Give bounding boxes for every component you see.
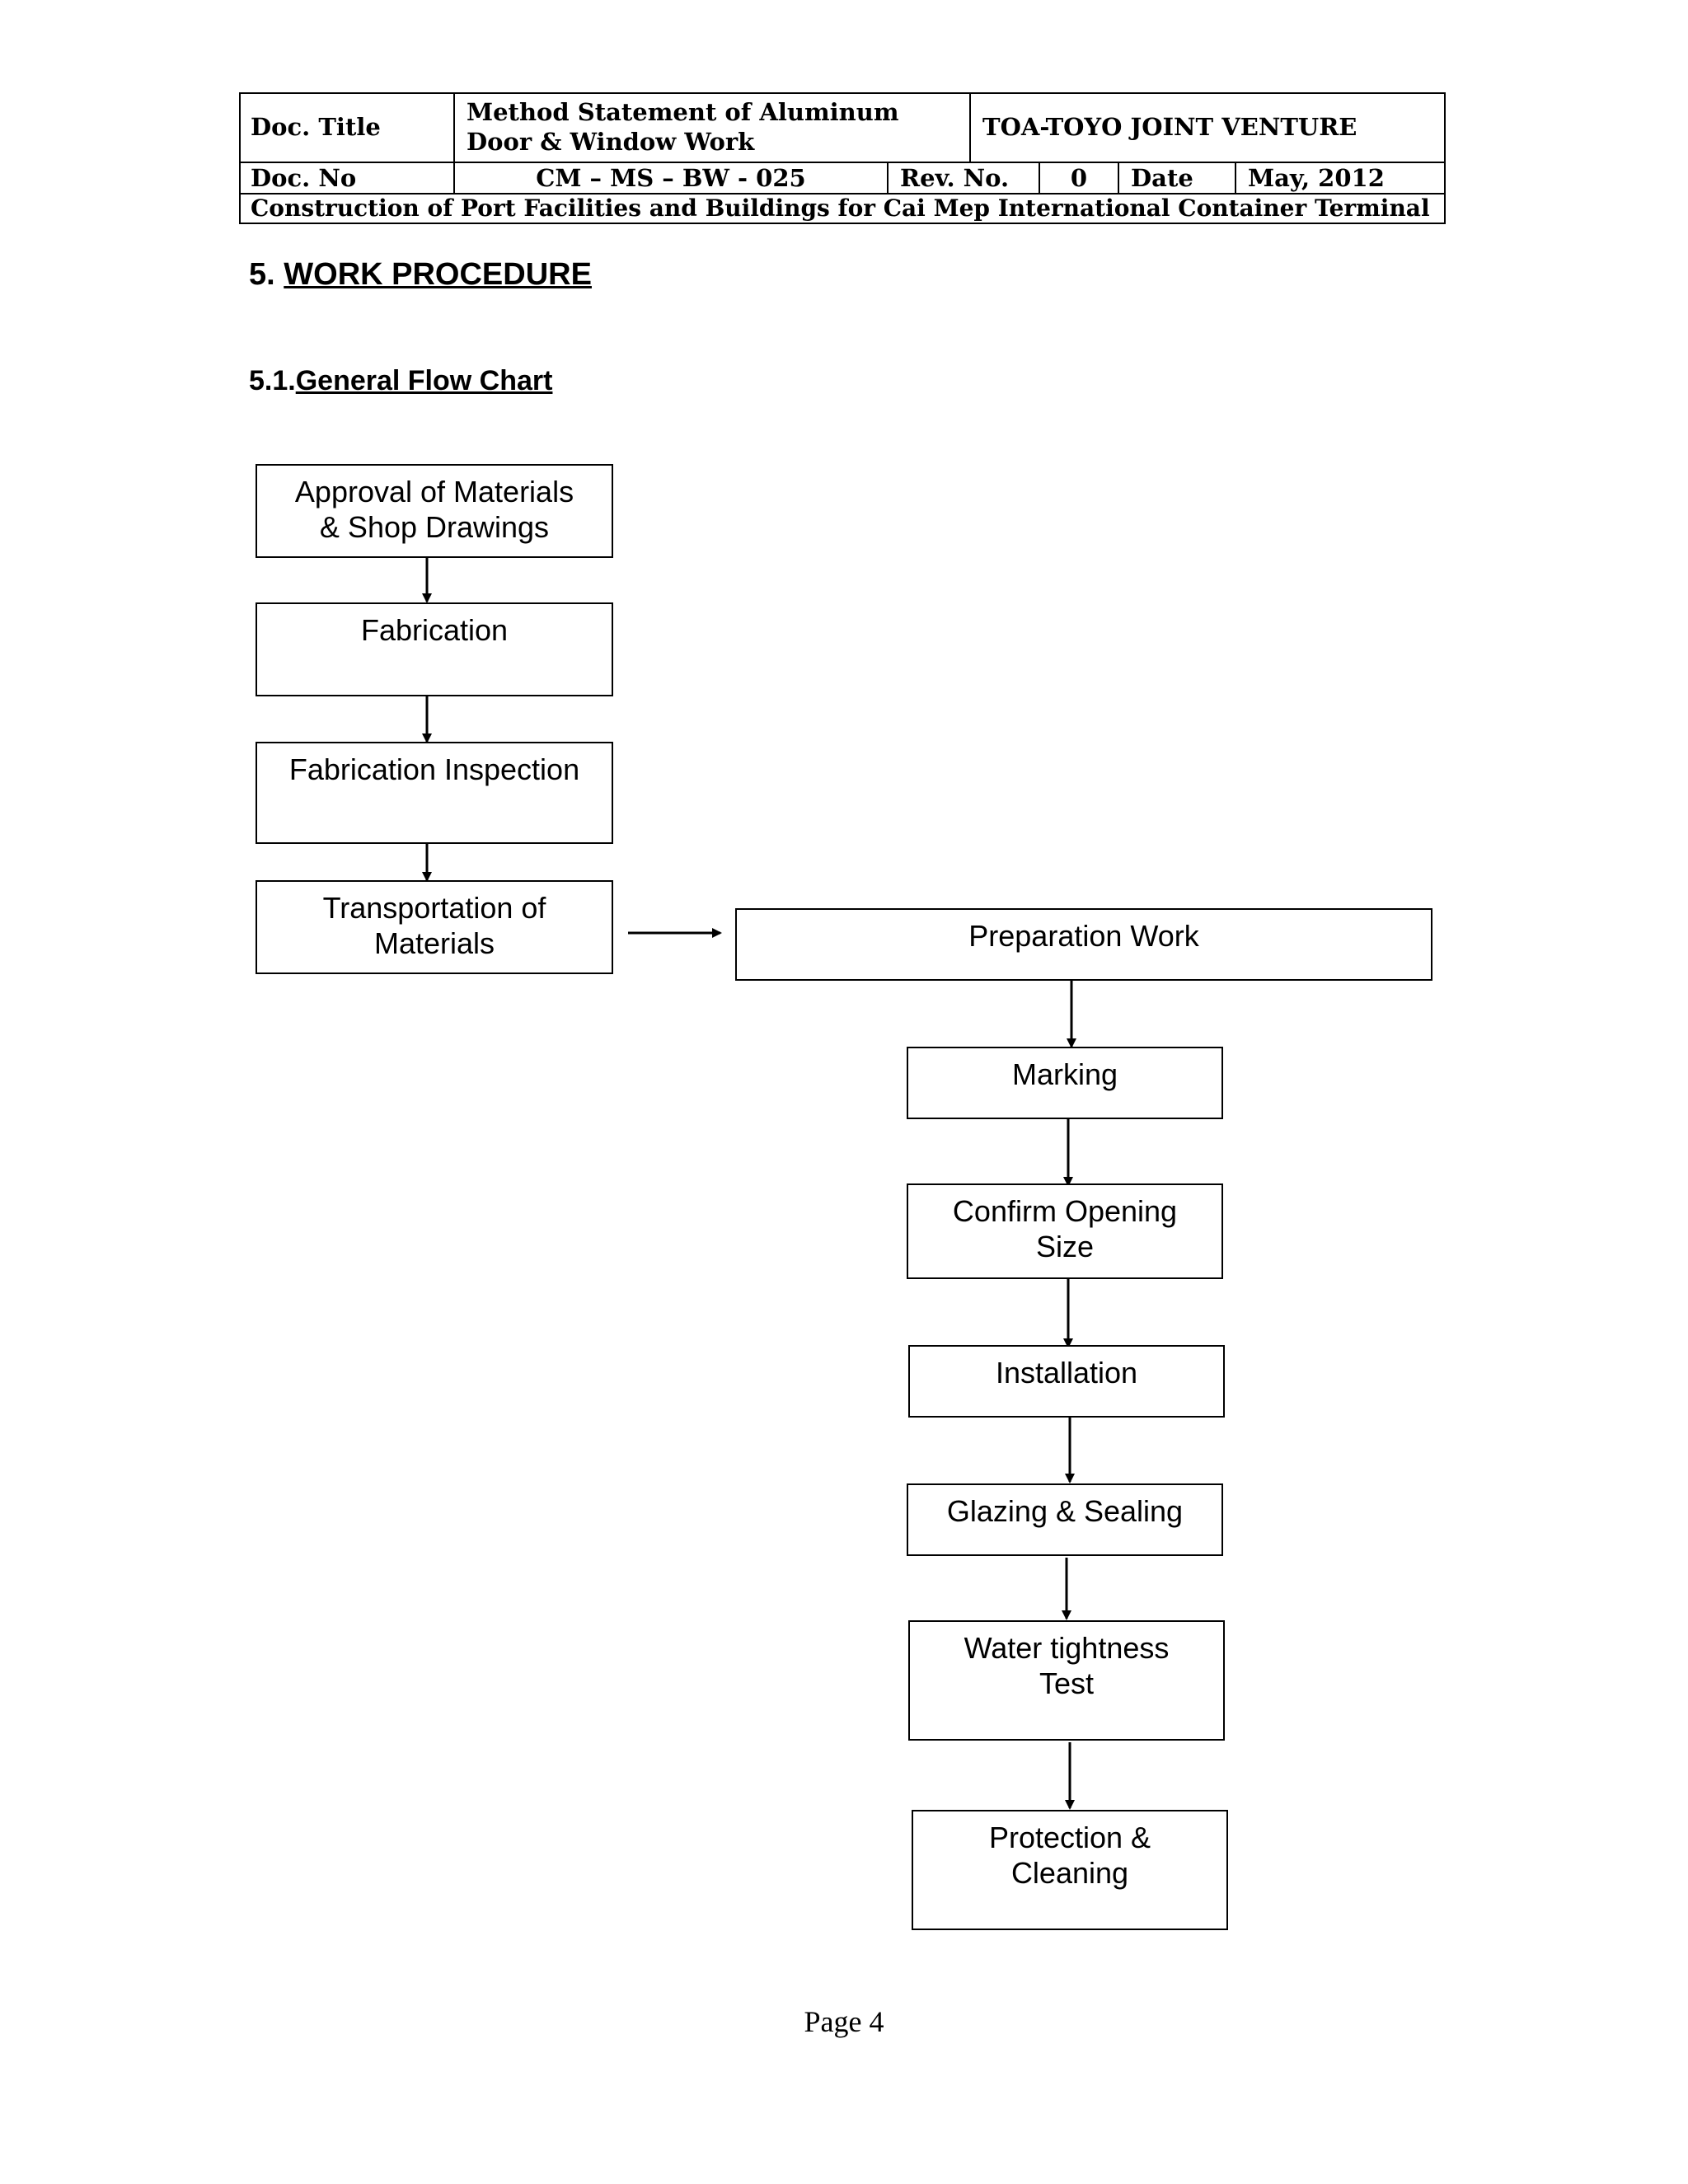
header-divider (239, 162, 1446, 163)
rev-no-label: Rev. No. (900, 164, 1010, 192)
step-glazing-sealing: Glazing & Sealing (907, 1483, 1223, 1556)
step-installation: Installation (908, 1345, 1225, 1418)
step-marking: Marking (907, 1047, 1223, 1119)
project-name: Construction of Port Facilities and Buil… (251, 194, 1430, 222)
subsection-title: General Flow Chart (295, 365, 553, 396)
rev-no-value: 0 (1070, 164, 1088, 192)
doc-title-line1: Method Statement of Aluminum (467, 98, 899, 126)
doc-no-label: Doc. No (251, 164, 357, 192)
step-fabrication: Fabrication (256, 602, 613, 696)
header-divider (969, 92, 971, 162)
header-divider (1235, 162, 1236, 193)
header-border (239, 92, 1446, 224)
header-divider (239, 193, 1446, 194)
document-header-table: Doc. Title Method Statement of Aluminum … (239, 92, 1446, 224)
step-preparation-work: Preparation Work (735, 908, 1432, 981)
company-name: TOA-TOYO JOINT VENTURE (982, 113, 1357, 141)
doc-title-line2: Door & Window Work (467, 128, 755, 156)
header-divider (887, 162, 889, 193)
header-divider (1118, 162, 1119, 193)
step-approval: Approval of Materials & Shop Drawings (256, 464, 613, 558)
step-transportation: Transportation of Materials (256, 880, 613, 974)
section-heading: 5. WORK PROCEDURE (249, 257, 592, 293)
subsection-number: 5.1. (249, 365, 296, 396)
doc-no-value: CM – MS – BW - 025 (536, 164, 806, 192)
page-number: Page 4 (804, 2005, 884, 2038)
subsection-heading: 5.1.General Flow Chart (249, 365, 552, 397)
header-divider (1039, 162, 1040, 193)
step-water-tightness-test: Water tightness Test (908, 1620, 1225, 1741)
step-confirm-opening-size: Confirm Opening Size (907, 1183, 1223, 1279)
step-fabrication-inspection: Fabrication Inspection (256, 742, 613, 844)
header-divider (453, 92, 455, 193)
date-label: Date (1131, 164, 1193, 192)
date-value: May, 2012 (1248, 164, 1385, 192)
doc-title-label: Doc. Title (251, 113, 381, 141)
step-protection-cleaning: Protection & Cleaning (912, 1810, 1228, 1930)
section-title: WORK PROCEDURE (284, 257, 592, 292)
section-number: 5. (249, 257, 275, 292)
